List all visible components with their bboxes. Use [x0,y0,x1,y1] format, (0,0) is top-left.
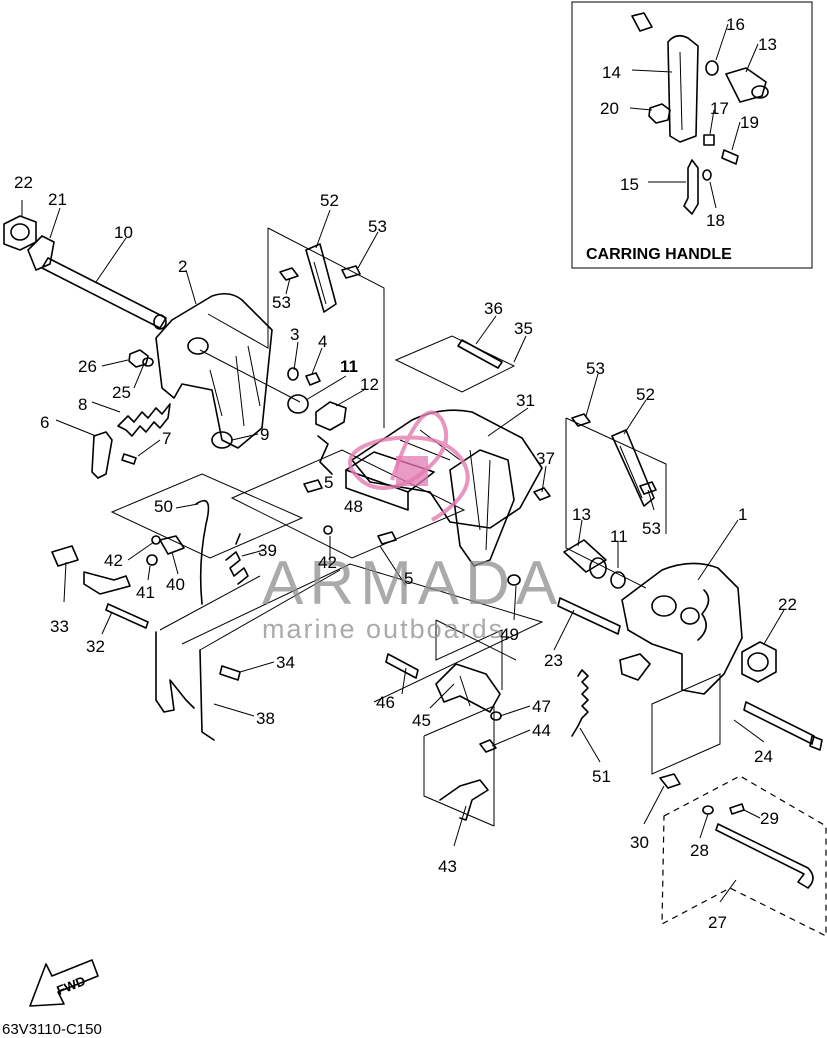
callout-53: 53 [368,217,387,236]
callout-27: 27 [708,913,727,932]
callout-38: 38 [256,709,275,728]
upper-lock-plate [279,243,361,313]
callout-36: 36 [484,299,503,318]
right-clamp-bracket [557,413,823,751]
callout-11: 11 [340,357,358,376]
callout-32: 32 [86,637,105,656]
callout-25: 25 [112,383,131,402]
callout-34: 34 [276,653,295,672]
callout-10: 10 [114,223,133,242]
callout-20: 20 [600,99,619,118]
callout-12: 12 [360,375,379,394]
callout-53: 53 [272,293,291,312]
lower-lever-assembly [51,499,397,741]
callout-4: 4 [318,332,327,351]
callout-labels: 22 21 10 2 26 25 8 6 7 9 3 4 11 12 5 52 … [14,15,797,932]
callout-48: 48 [344,497,363,516]
callout-37: 37 [536,449,555,468]
callout-7: 7 [162,429,171,448]
callout-14: 14 [602,63,621,82]
callout-44: 44 [532,721,551,740]
callout-23: 23 [544,651,563,670]
callout-49: 49 [500,625,519,644]
callout-2: 2 [178,257,187,276]
callout-26: 26 [78,357,97,376]
callout-15: 15 [620,175,639,194]
callout-50: 50 [154,497,173,516]
callout-13: 13 [572,505,591,524]
callout-16: 16 [726,15,745,34]
diagram-code: 63V3110-C150 [2,1021,102,1038]
callout-40: 40 [166,575,185,594]
callout-3: 3 [290,325,299,344]
callout-1: 1 [738,505,747,524]
carrying-handle-inset [571,1,813,269]
callout-43: 43 [438,857,457,876]
callout-51: 51 [592,767,611,786]
callout-22: 22 [14,173,33,192]
callout-11: 11 [610,527,628,546]
callout-30: 30 [630,833,649,852]
callout-47: 47 [532,697,551,716]
callout-19: 19 [740,113,759,132]
callout-28: 28 [690,841,709,860]
callout-8: 8 [78,395,87,414]
callout-5: 5 [404,569,413,588]
armada-watermark: ARMADA marine outboards [262,410,563,644]
callout-31: 31 [516,391,535,410]
armada-logo-mark [348,410,470,522]
callout-33: 33 [50,617,69,636]
callout-21: 21 [48,190,67,209]
callout-46: 46 [376,693,395,712]
callout-53: 53 [642,519,661,538]
callout-35: 35 [514,319,533,338]
callout-42: 42 [104,551,123,570]
fwd-arrow-icon: FWD [29,959,99,1007]
callout-42: 42 [318,553,337,572]
callout-24: 24 [754,747,773,766]
callout-9: 9 [260,425,269,444]
leader-lines [21,23,785,903]
callout-29: 29 [760,809,779,828]
fwd-label: FWD [54,973,87,998]
watermark-brand: ARMADA [262,549,563,618]
callout-5: 5 [324,473,333,492]
callout-13: 13 [758,35,777,54]
callout-41: 41 [136,583,155,602]
assembly-guide-lines [110,227,827,937]
callout-6: 6 [40,413,49,432]
inset-title: CARRING HANDLE [586,246,732,263]
callout-53: 53 [586,359,605,378]
callout-17: 17 [710,99,729,118]
callout-45: 45 [412,711,431,730]
callout-22: 22 [778,595,797,614]
callout-39: 39 [258,541,277,560]
callout-52: 52 [320,191,339,210]
watermark-tagline: marine outboards [262,614,504,644]
callout-18: 18 [706,211,725,230]
callout-52: 52 [636,385,655,404]
